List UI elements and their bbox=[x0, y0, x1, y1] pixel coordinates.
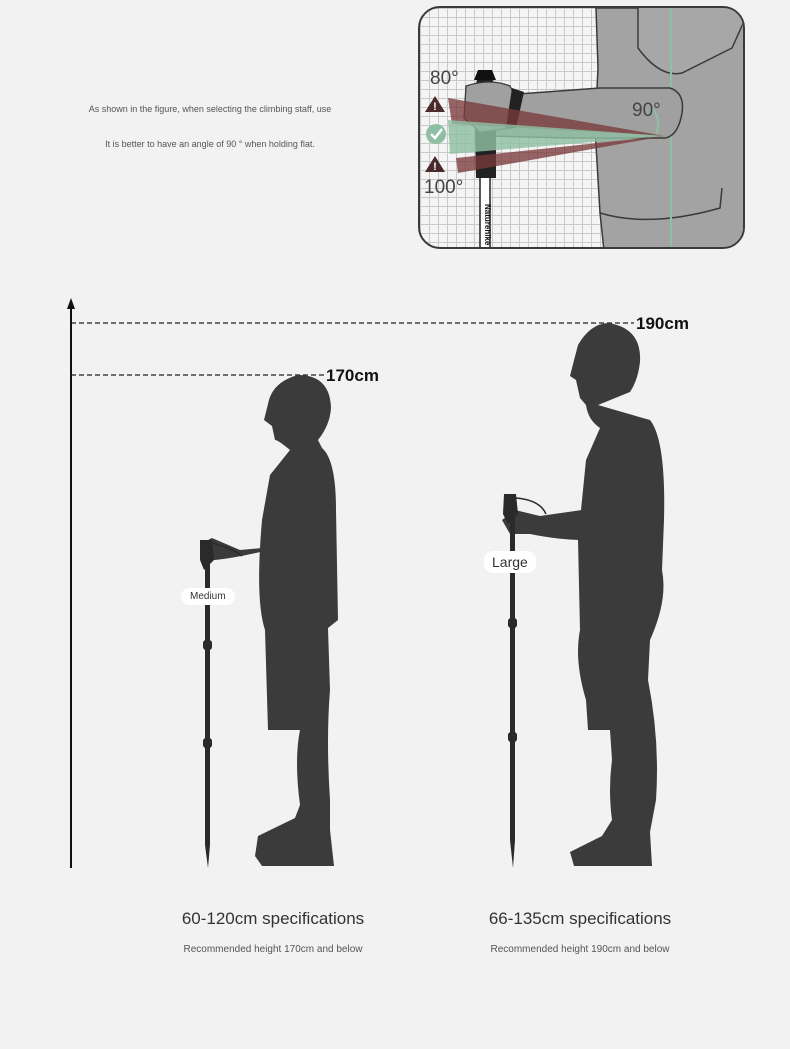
intro-text-line2: It is better to have an angle of 90 ° wh… bbox=[105, 139, 315, 149]
spec-medium-subtitle: Recommended height 170cm and below bbox=[183, 944, 363, 955]
spec-large-subtitle: Recommended height 190cm and below bbox=[490, 944, 670, 955]
size-tag-medium: Medium bbox=[181, 588, 235, 605]
angle-100-label: 100° bbox=[424, 177, 464, 198]
height-label-190: 190cm bbox=[636, 314, 689, 333]
size-tag-large: Large bbox=[484, 551, 536, 573]
grip-angle-diagram: ! ! Naturehike 80° 90° 100° bbox=[418, 6, 745, 249]
grip-angle-illustration: ! ! Naturehike bbox=[425, 8, 743, 247]
check-icon bbox=[426, 124, 446, 144]
spec-large-title: 66-135cm specifications bbox=[488, 909, 672, 928]
svg-text:!: ! bbox=[433, 161, 437, 173]
wedge-90-correct bbox=[448, 120, 665, 154]
wedge-100-warning bbox=[456, 136, 665, 173]
shoulder-shape bbox=[637, 8, 743, 75]
angle-90-label: 90° bbox=[632, 100, 661, 121]
svg-text:!: ! bbox=[433, 101, 437, 113]
height-label-170: 170cm bbox=[326, 366, 379, 385]
angle-80-label: 80° bbox=[430, 68, 459, 89]
warning-icon-top: ! bbox=[425, 96, 445, 113]
intro-text-line1: As shown in the figure, when selecting t… bbox=[88, 104, 332, 114]
height-axis-arrow bbox=[67, 298, 75, 309]
warning-icon-bottom: ! bbox=[425, 156, 445, 173]
tall-person-silhouette bbox=[502, 323, 665, 866]
brand-label: Naturehike bbox=[483, 204, 492, 246]
spec-medium-title: 60-120cm specifications bbox=[181, 909, 365, 928]
short-person-silhouette bbox=[200, 375, 338, 866]
